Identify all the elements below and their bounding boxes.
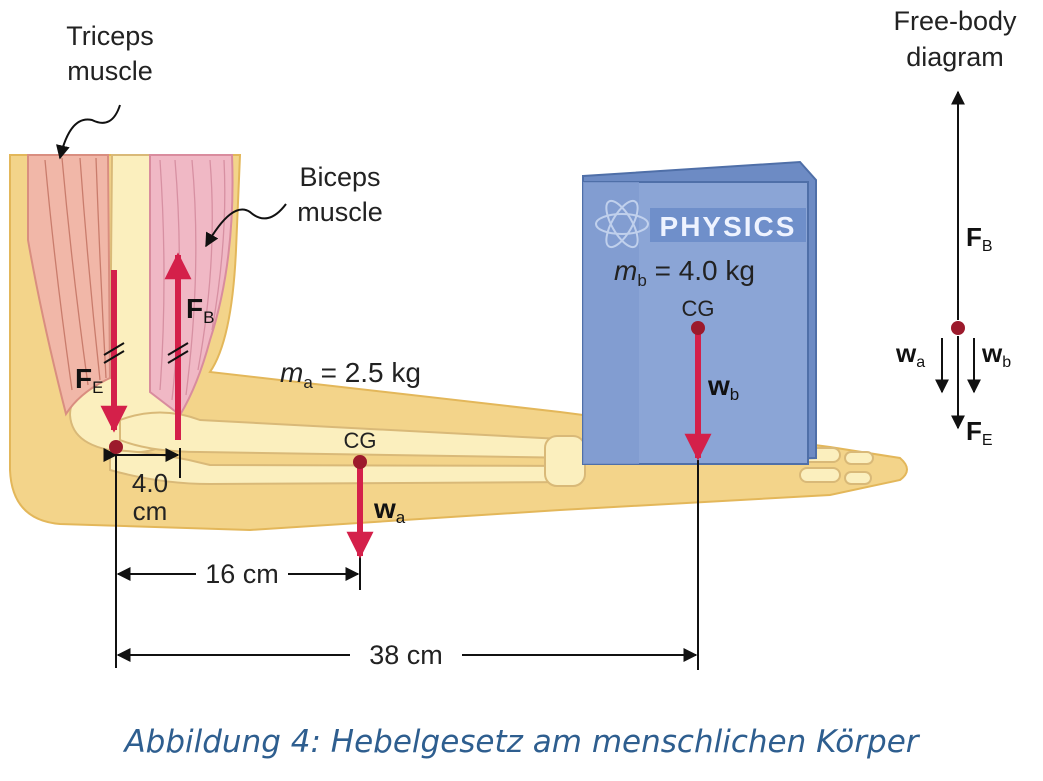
elbow-pivot-point [109,440,123,454]
FB-label: FB [186,293,214,327]
guide-lines [103,448,699,670]
forearm-cg-point [353,455,367,469]
triceps-fibers [44,157,107,391]
fbd-wa-label: wa [895,338,925,371]
dim-38cm-label: 38 cm [369,640,443,670]
book-title-band [650,208,806,242]
triceps-label-line1: Triceps [66,21,154,51]
book-title: PHYSICS [660,211,797,242]
force-arrows [100,252,712,559]
free-body-diagram: FB wa wb FE [895,90,1011,449]
mb-label: mb = 4.0 kg [614,255,755,290]
fbd-FE-label: FE [966,416,993,449]
biceps-label-line2: muscle [297,197,383,227]
fbd-FB-label: FB [966,222,993,255]
dim-4cm-label-line1: 4.0 [132,468,168,498]
fbd-point [951,321,965,335]
ma-label: ma = 2.5 kg [280,357,421,392]
wb-label: wb [707,370,739,404]
lever-diagram: PHYSICS Triceps muscle Biceps muscle Fre… [9,6,1017,670]
book-cg-point [691,321,705,335]
atom-logo [595,199,649,249]
triceps-label-line2: muscle [67,56,153,86]
free-body-label-line2: diagram [906,42,1004,72]
biceps-callout [205,203,287,248]
free-body-label-line1: Free-body [893,6,1017,36]
wa-label: wa [373,493,406,527]
biceps-label-line1: Biceps [299,162,380,192]
book-cg-label: CG [682,296,715,321]
figure-caption: Abbildung 4: Hebelgesetz am menschlichen… [124,724,919,760]
FE-label: FE [75,363,103,397]
forearm-cg-label: CG [344,428,377,453]
triceps-muscle [27,154,112,417]
dim-4cm-label-line2: cm [133,496,168,526]
dim-16cm-label: 16 cm [205,559,279,589]
fbd-wb-label: wb [981,338,1011,371]
break-marks [103,342,189,364]
triceps-callout [56,104,121,160]
